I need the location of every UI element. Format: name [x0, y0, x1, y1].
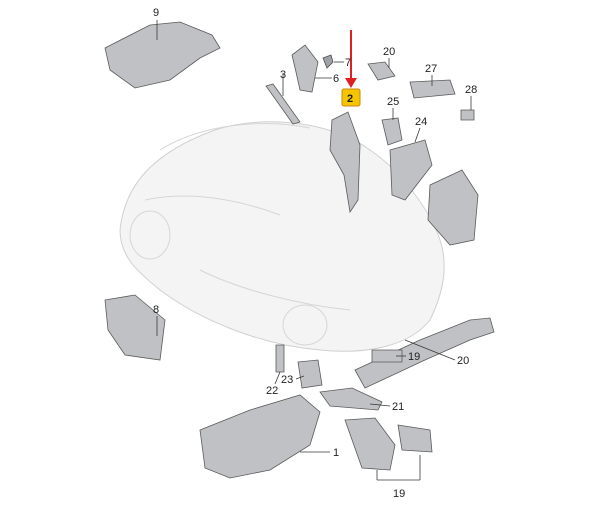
red-arrow [345, 30, 357, 88]
callout-24: 24 [415, 116, 427, 128]
part-25 [381, 117, 403, 146]
part-23 [297, 359, 323, 389]
callout-2-highlight [341, 88, 361, 107]
leader-lines [156, 20, 472, 481]
callout-8: 8 [153, 304, 159, 316]
part-right-bracket [427, 169, 479, 246]
part-7 [322, 54, 334, 69]
callout-6: 6 [333, 73, 339, 85]
callout-3: 3 [280, 69, 286, 81]
callout-19: 19 [408, 351, 420, 363]
part-17a [344, 417, 396, 471]
callout-2: 2 [347, 93, 353, 105]
part-17b [397, 424, 433, 453]
callout-18: 20 [383, 46, 395, 58]
part-20 [354, 317, 495, 389]
callout-7: 7 [345, 57, 351, 69]
callout-23: 23 [281, 374, 293, 386]
part-21 [319, 387, 383, 411]
part-28 [460, 109, 475, 121]
callout-9: 9 [153, 7, 159, 19]
part-27 [409, 79, 456, 99]
callout-22: 22 [266, 385, 278, 397]
part-18 [367, 61, 396, 81]
callout-17: 19 [393, 488, 405, 500]
callout-20: 20 [457, 355, 469, 367]
part-8 [104, 294, 166, 361]
part-3 [265, 83, 301, 125]
part-9 [104, 21, 221, 89]
part-19 [371, 349, 403, 363]
car-outline [119, 121, 445, 352]
callout-27: 27 [425, 63, 437, 75]
callout-28: 28 [465, 84, 477, 96]
part-6 [291, 44, 319, 93]
part-2 [329, 111, 361, 214]
part-22 [275, 344, 285, 373]
callout-21: 21 [392, 401, 404, 413]
part-1 [199, 394, 321, 479]
callout-1: 1 [333, 447, 339, 459]
callout-25: 25 [387, 96, 399, 108]
part-24 [389, 139, 433, 201]
